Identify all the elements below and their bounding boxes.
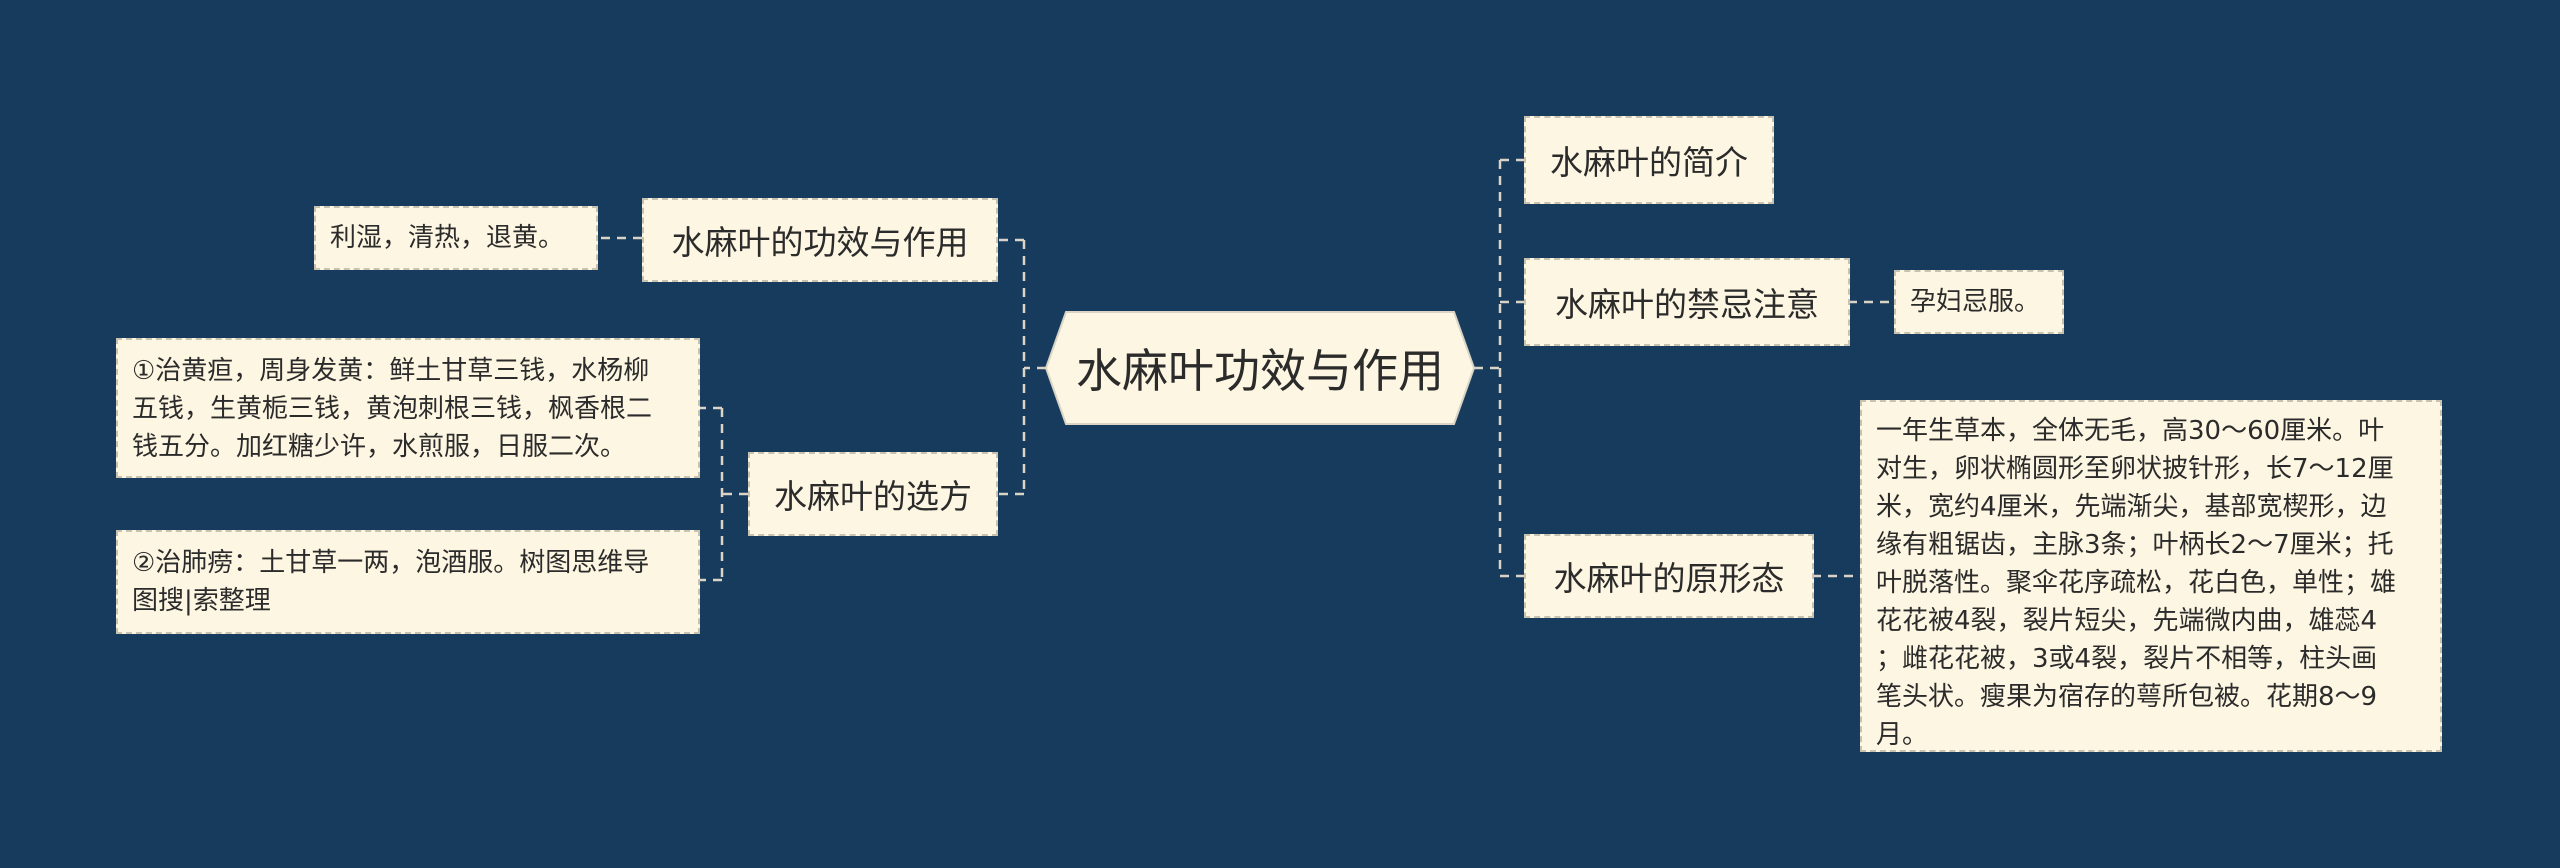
morphology-line: ；雌花花被，3或4裂，裂片不相等，柱头画	[1876, 644, 2378, 674]
detail-effects-text: 利湿，清热，退黄。	[330, 223, 565, 253]
morphology-line: 对生，卵状椭圆形至卵状披针形，长7～12厘	[1876, 454, 2394, 484]
prescription-1-line: ①治黄疸，周身发黄：鲜土甘草三钱，水杨柳	[132, 356, 650, 386]
topic-effects[interactable]: 水麻叶的功效与作用	[642, 198, 998, 282]
topic-intro-label: 水麻叶的简介	[1550, 143, 1748, 182]
morphology-text: 一年生草本，全体无毛，高30～60厘米。叶 对生，卵状椭圆形至卵状披针形，长7～…	[1876, 412, 2396, 754]
morphology-line: 笔头状。瘦果为宿存的萼所包被。花期8～9	[1876, 682, 2378, 712]
topic-prescriptions[interactable]: 水麻叶的选方	[748, 452, 998, 536]
prescription-1-line: 钱五分。加红糖少许，水煎服，日服二次。	[132, 432, 627, 462]
topic-effects-label: 水麻叶的功效与作用	[671, 223, 969, 262]
detail-taboo-text: 孕妇忌服。	[1910, 287, 2041, 317]
morphology-line: 缘有粗锯齿，主脉3条；叶柄长2～7厘米；托	[1876, 530, 2394, 560]
morphology-line: 叶脱落性。聚伞花序疏松，花白色，单性；雄	[1876, 568, 2397, 598]
root-node[interactable]: 水麻叶功效与作用	[1044, 310, 1476, 426]
topic-taboo[interactable]: 水麻叶的禁忌注意	[1524, 258, 1850, 346]
morphology-line: 月。	[1876, 720, 1929, 750]
topic-taboo-label: 水麻叶的禁忌注意	[1555, 285, 1819, 324]
morphology-line: 一年生草本，全体无毛，高30～60厘米。叶	[1876, 416, 2385, 446]
detail-taboo[interactable]: 孕妇忌服。	[1894, 270, 2064, 334]
detail-morphology[interactable]: 一年生草本，全体无毛，高30～60厘米。叶 对生，卵状椭圆形至卵状披针形，长7～…	[1860, 400, 2442, 752]
topic-morphology[interactable]: 水麻叶的原形态	[1524, 534, 1814, 618]
topic-morphology-label: 水麻叶的原形态	[1553, 559, 1785, 598]
prescription-1-text: ①治黄疸，周身发黄：鲜土甘草三钱，水杨柳 五钱，生黄栀三钱，黄泡刺根三钱，枫香根…	[132, 352, 652, 466]
prescription-2-line: 图搜|索整理	[132, 586, 271, 616]
detail-prescription-2[interactable]: ②治肺痨：土甘草一两，泡酒服。树图思维导 图搜|索整理	[116, 530, 700, 634]
detail-prescription-1[interactable]: ①治黄疸，周身发黄：鲜土甘草三钱，水杨柳 五钱，生黄栀三钱，黄泡刺根三钱，枫香根…	[116, 338, 700, 478]
morphology-line: 米，宽约4厘米，先端渐尖，基部宽楔形，边	[1876, 492, 2387, 522]
prescription-1-line: 五钱，生黄栀三钱，黄泡刺根三钱，枫香根二	[132, 394, 653, 424]
root-hexagon	[1044, 311, 1476, 425]
prescription-2-line: ②治肺痨：土甘草一两，泡酒服。树图思维导	[132, 548, 650, 578]
morphology-line: 花花被4裂，裂片短尖，先端微内曲，雄蕊4	[1876, 606, 2378, 636]
detail-effects[interactable]: 利湿，清热，退黄。	[314, 206, 598, 270]
topic-prescriptions-label: 水麻叶的选方	[774, 477, 972, 516]
root-title: 水麻叶功效与作用	[1076, 344, 1444, 398]
prescription-2-text: ②治肺痨：土甘草一两，泡酒服。树图思维导 图搜|索整理	[132, 544, 649, 620]
topic-intro[interactable]: 水麻叶的简介	[1524, 116, 1774, 204]
